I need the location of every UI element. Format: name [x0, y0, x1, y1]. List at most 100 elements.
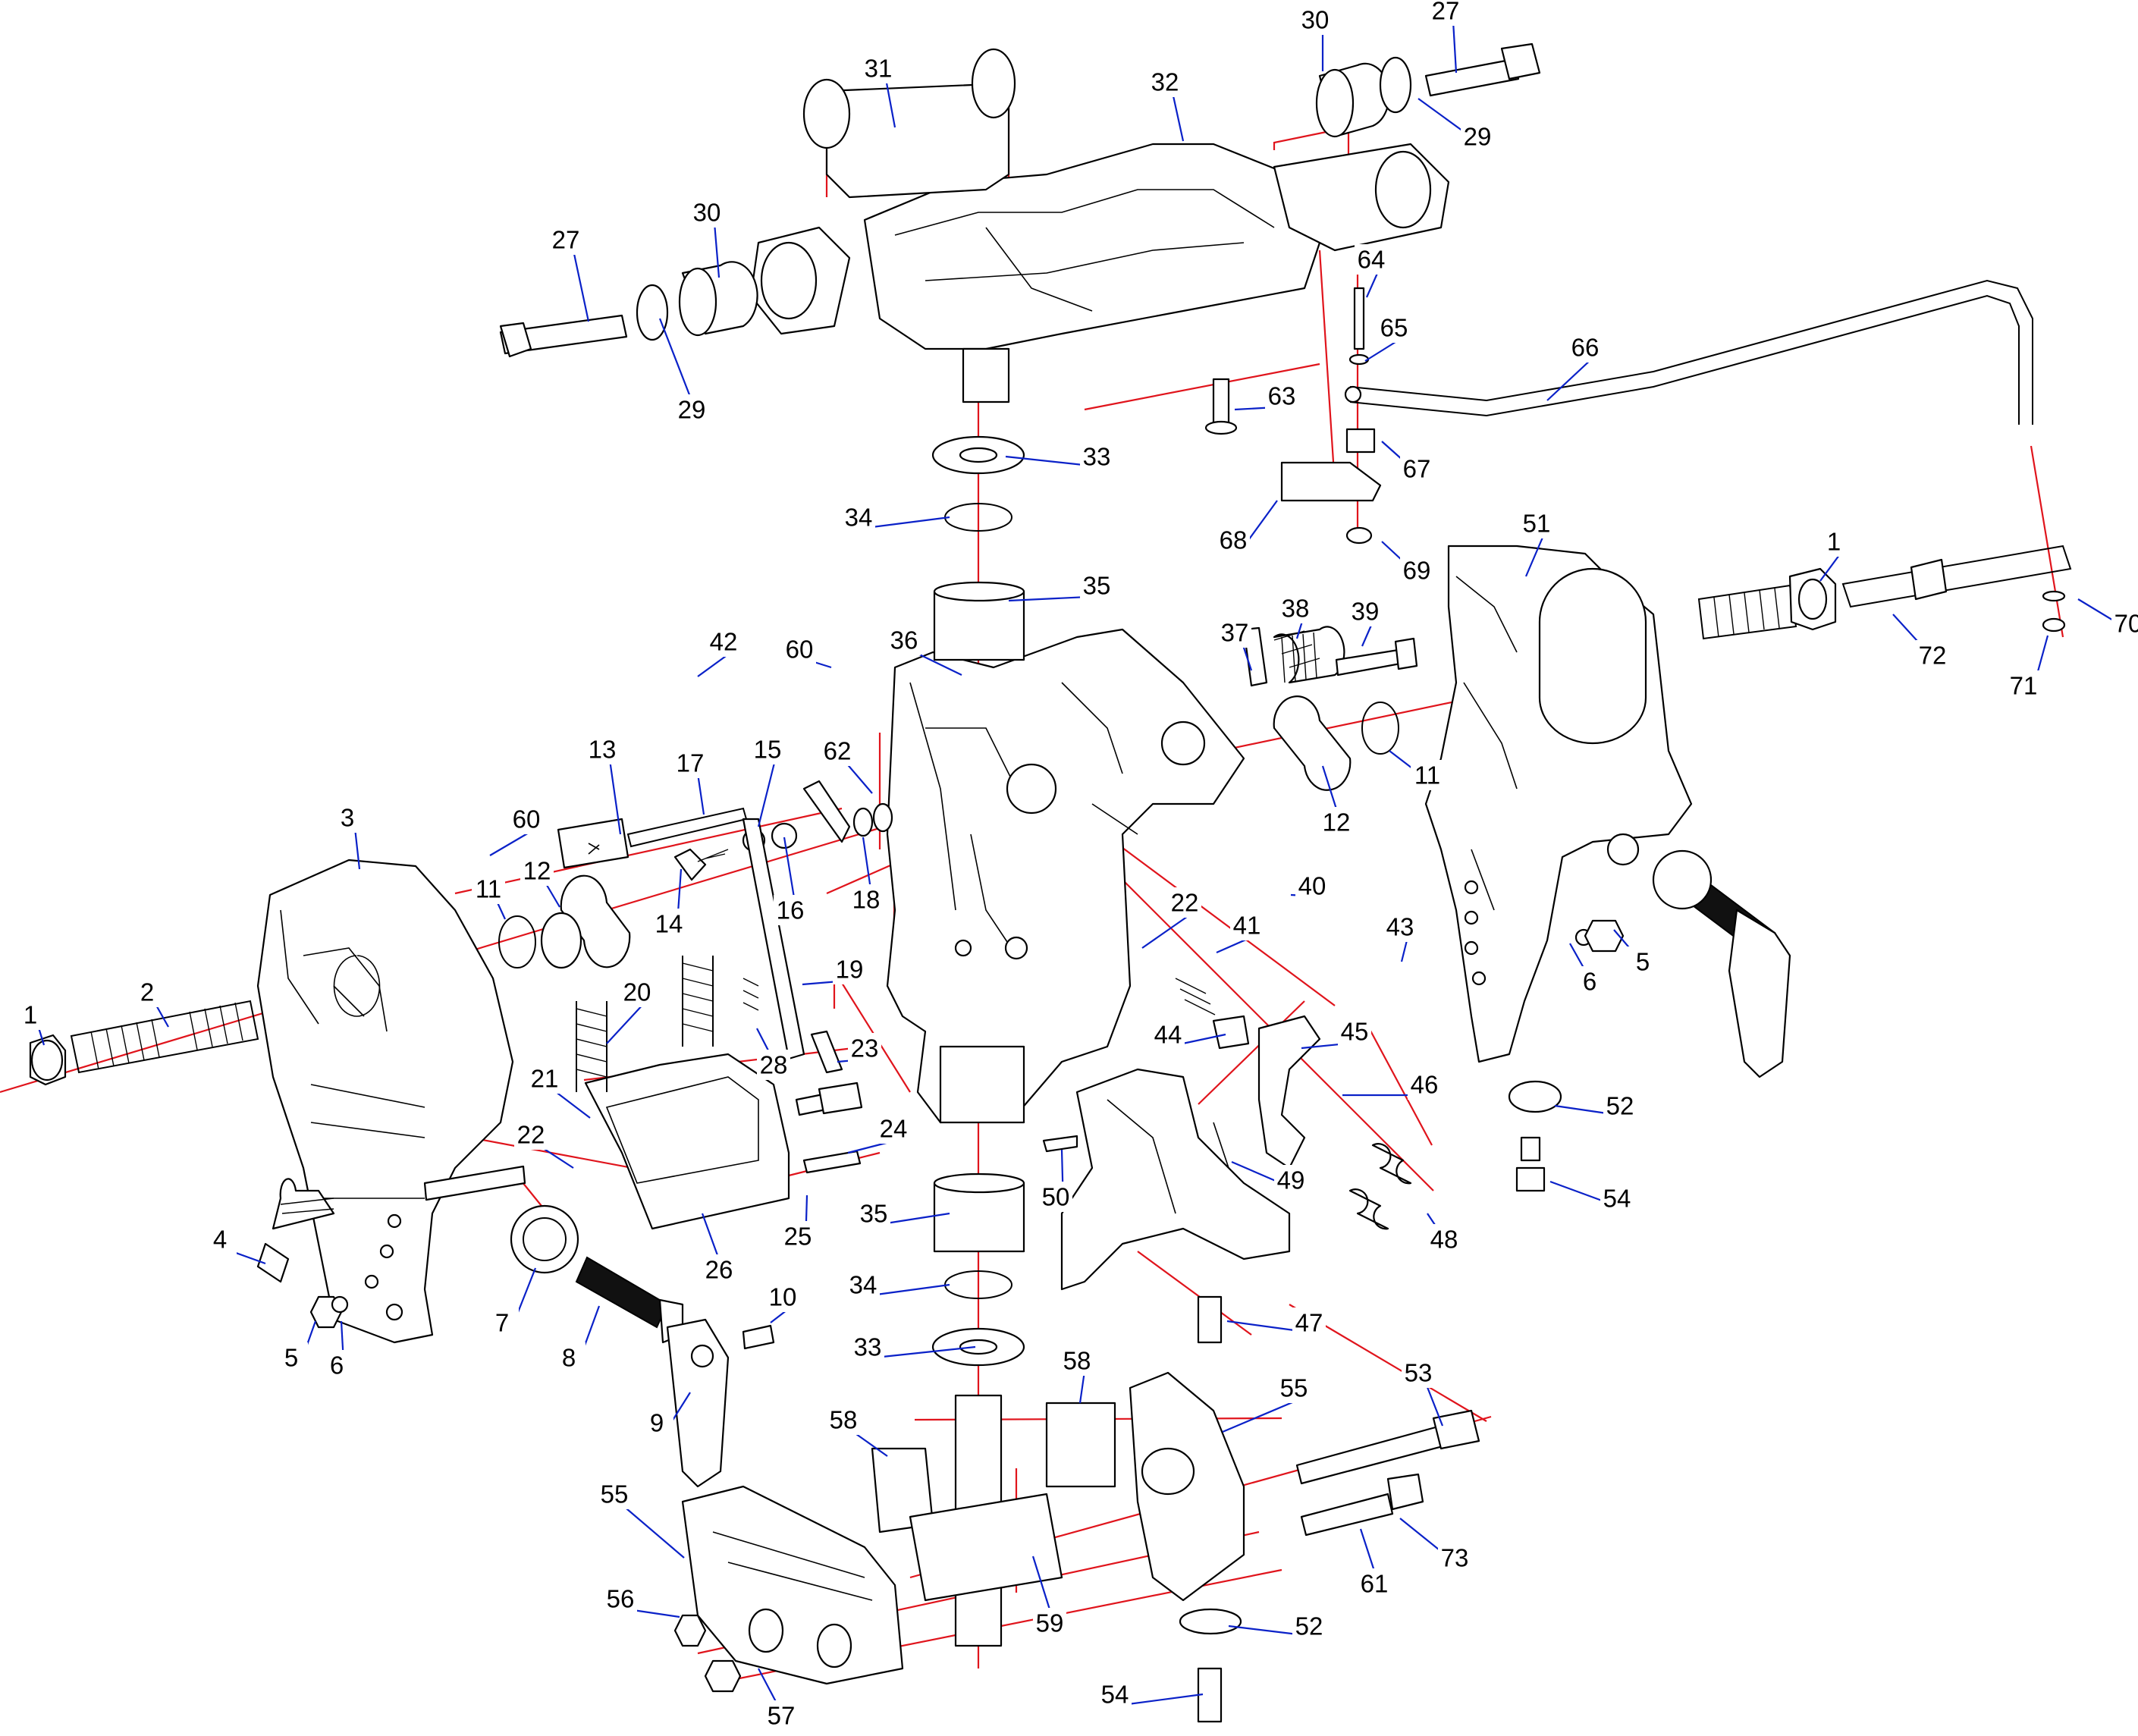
callout-background — [1348, 596, 1382, 626]
callout-background — [1217, 525, 1250, 555]
callout-number: 44 — [1154, 1021, 1182, 1049]
callout-background — [766, 1282, 799, 1312]
callout-number: 49 — [1277, 1166, 1305, 1194]
callout-number: 3 — [341, 804, 354, 832]
callout-background — [1400, 454, 1433, 484]
callout-background — [1274, 1165, 1308, 1195]
callout-background — [620, 977, 654, 1007]
callout-number: 9 — [650, 1409, 664, 1437]
callout-background — [2111, 608, 2138, 639]
callout-number: 27 — [1432, 0, 1460, 25]
callout-number: 16 — [777, 896, 805, 925]
callout-number: 71 — [2010, 672, 2038, 700]
callout-background — [673, 748, 707, 778]
callout-background — [1338, 1016, 1371, 1047]
leader-line — [608, 759, 622, 835]
callout-number: 41 — [1233, 912, 1261, 940]
callout-number: 73 — [1441, 1544, 1469, 1572]
callout-background — [857, 1198, 890, 1229]
callout-background — [842, 502, 875, 532]
callout-number: 57 — [768, 1702, 796, 1730]
callout-background — [846, 1270, 880, 1300]
callout-number: 7 — [495, 1309, 509, 1337]
callout-background — [1427, 1224, 1461, 1254]
callout-number: 11 — [1414, 761, 1440, 790]
callout-background — [1039, 1182, 1072, 1212]
callout-background — [833, 954, 866, 984]
callout-background — [130, 977, 164, 1007]
alignment-line — [1137, 1251, 1252, 1336]
alignment-line — [454, 807, 843, 895]
callout-number: 54 — [1101, 1681, 1129, 1709]
leader-line — [353, 827, 361, 870]
callout-number: 45 — [1341, 1018, 1369, 1046]
callout-number: 33 — [854, 1333, 882, 1361]
callout-background — [1600, 1183, 1634, 1213]
part-lower-mount — [673, 1371, 1480, 1723]
callout-background — [472, 874, 505, 904]
callout-number: 27 — [552, 226, 580, 254]
callout-number: 39 — [1352, 598, 1380, 626]
callout-background — [1573, 966, 1606, 997]
leader-line — [874, 1345, 976, 1359]
callout-background — [1033, 1608, 1066, 1638]
callout-number: 62 — [824, 737, 852, 765]
leader-line — [865, 516, 950, 529]
part-tilt-lock — [557, 780, 893, 1230]
part-yoke — [749, 48, 1450, 403]
part-fasteners-left — [256, 874, 775, 1488]
callout-background — [320, 1350, 353, 1380]
callout-background — [1277, 1373, 1311, 1403]
part-link-rod — [1204, 279, 2066, 633]
callout-background — [1626, 946, 1659, 977]
callout-background — [1429, 0, 1462, 26]
callout-number: 5 — [284, 1344, 298, 1372]
callout-background — [1230, 910, 1264, 940]
callout-number: 32 — [1151, 68, 1179, 96]
callout-background — [510, 804, 543, 834]
callout-background — [851, 1332, 884, 1362]
callout-number: 29 — [678, 396, 706, 424]
callout-number: 46 — [1411, 1071, 1439, 1099]
part-steering-shaft-upper — [933, 581, 1025, 661]
callout-number: 4 — [213, 1226, 227, 1254]
callout-number: 52 — [1295, 1612, 1323, 1640]
callout-background — [1168, 887, 1201, 918]
callout-number: 12 — [1323, 808, 1351, 837]
callout-number: 11 — [476, 875, 501, 903]
callout-number: 40 — [1298, 872, 1326, 900]
leader-line — [757, 759, 777, 827]
callout-background — [1377, 312, 1411, 343]
callout-background — [1292, 1611, 1326, 1641]
callout-number: 13 — [589, 736, 617, 764]
leader-line — [713, 222, 721, 278]
callout-number: 43 — [1386, 913, 1414, 941]
alignment-line — [834, 970, 911, 1093]
callout-background — [528, 1063, 561, 1094]
callout-background — [1265, 381, 1298, 411]
callout-number: 31 — [865, 55, 893, 83]
callout-background — [877, 1113, 910, 1144]
leader-line — [1141, 912, 1193, 949]
callout-number: 70 — [2114, 610, 2138, 638]
callout-number: 25 — [784, 1223, 812, 1251]
callout-number: 1 — [1827, 528, 1841, 556]
callout-background — [1916, 640, 1949, 670]
callout-number: 61 — [1361, 1570, 1389, 1598]
callout-background — [2007, 670, 2040, 701]
callout-number: 54 — [1603, 1185, 1631, 1213]
callout-number: 1 — [24, 1001, 37, 1029]
callout-number: 51 — [1523, 510, 1551, 538]
callout-number: 52 — [1606, 1092, 1634, 1120]
callout-number: 47 — [1295, 1309, 1323, 1337]
callout-background — [1383, 912, 1417, 942]
callout-number: 48 — [1430, 1226, 1458, 1254]
callout-number: 18 — [852, 886, 881, 914]
callout-number: 68 — [1220, 526, 1248, 554]
part-clamp-bracket-left — [256, 859, 514, 1344]
leader-line — [870, 1283, 950, 1297]
callout-background — [1218, 617, 1251, 648]
alignment-line — [1084, 363, 1320, 411]
part-tilt-tube-right — [1697, 545, 2072, 640]
callout-number: 15 — [754, 736, 782, 764]
